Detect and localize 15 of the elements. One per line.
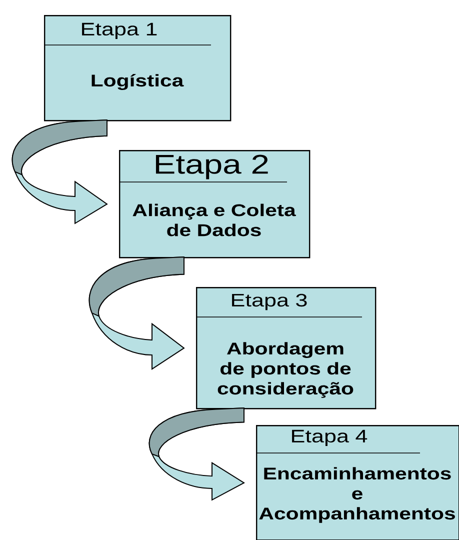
- step-heading: Etapa 2: [156, 154, 268, 180]
- step-box: [256, 425, 459, 540]
- curved-arrow: [12, 120, 108, 224]
- step-heading: Etapa 4: [292, 430, 368, 446]
- step-label: Logística: [92, 74, 184, 90]
- step-label: Aliança e Coleta de Dados: [132, 204, 296, 236]
- step-box: [196, 287, 376, 410]
- step-heading: Etapa 3: [232, 294, 307, 310]
- step-box: [44, 15, 232, 122]
- curved-arrow: [148, 408, 244, 500]
- step-label: Abordagem de pontos de consideração: [218, 342, 354, 398]
- step-heading: Etapa 1: [82, 22, 157, 40]
- step-label: Encaminhamentos e Acompanhamentos: [259, 467, 455, 523]
- step-box: [118, 150, 310, 258]
- curved-arrow: [88, 256, 184, 370]
